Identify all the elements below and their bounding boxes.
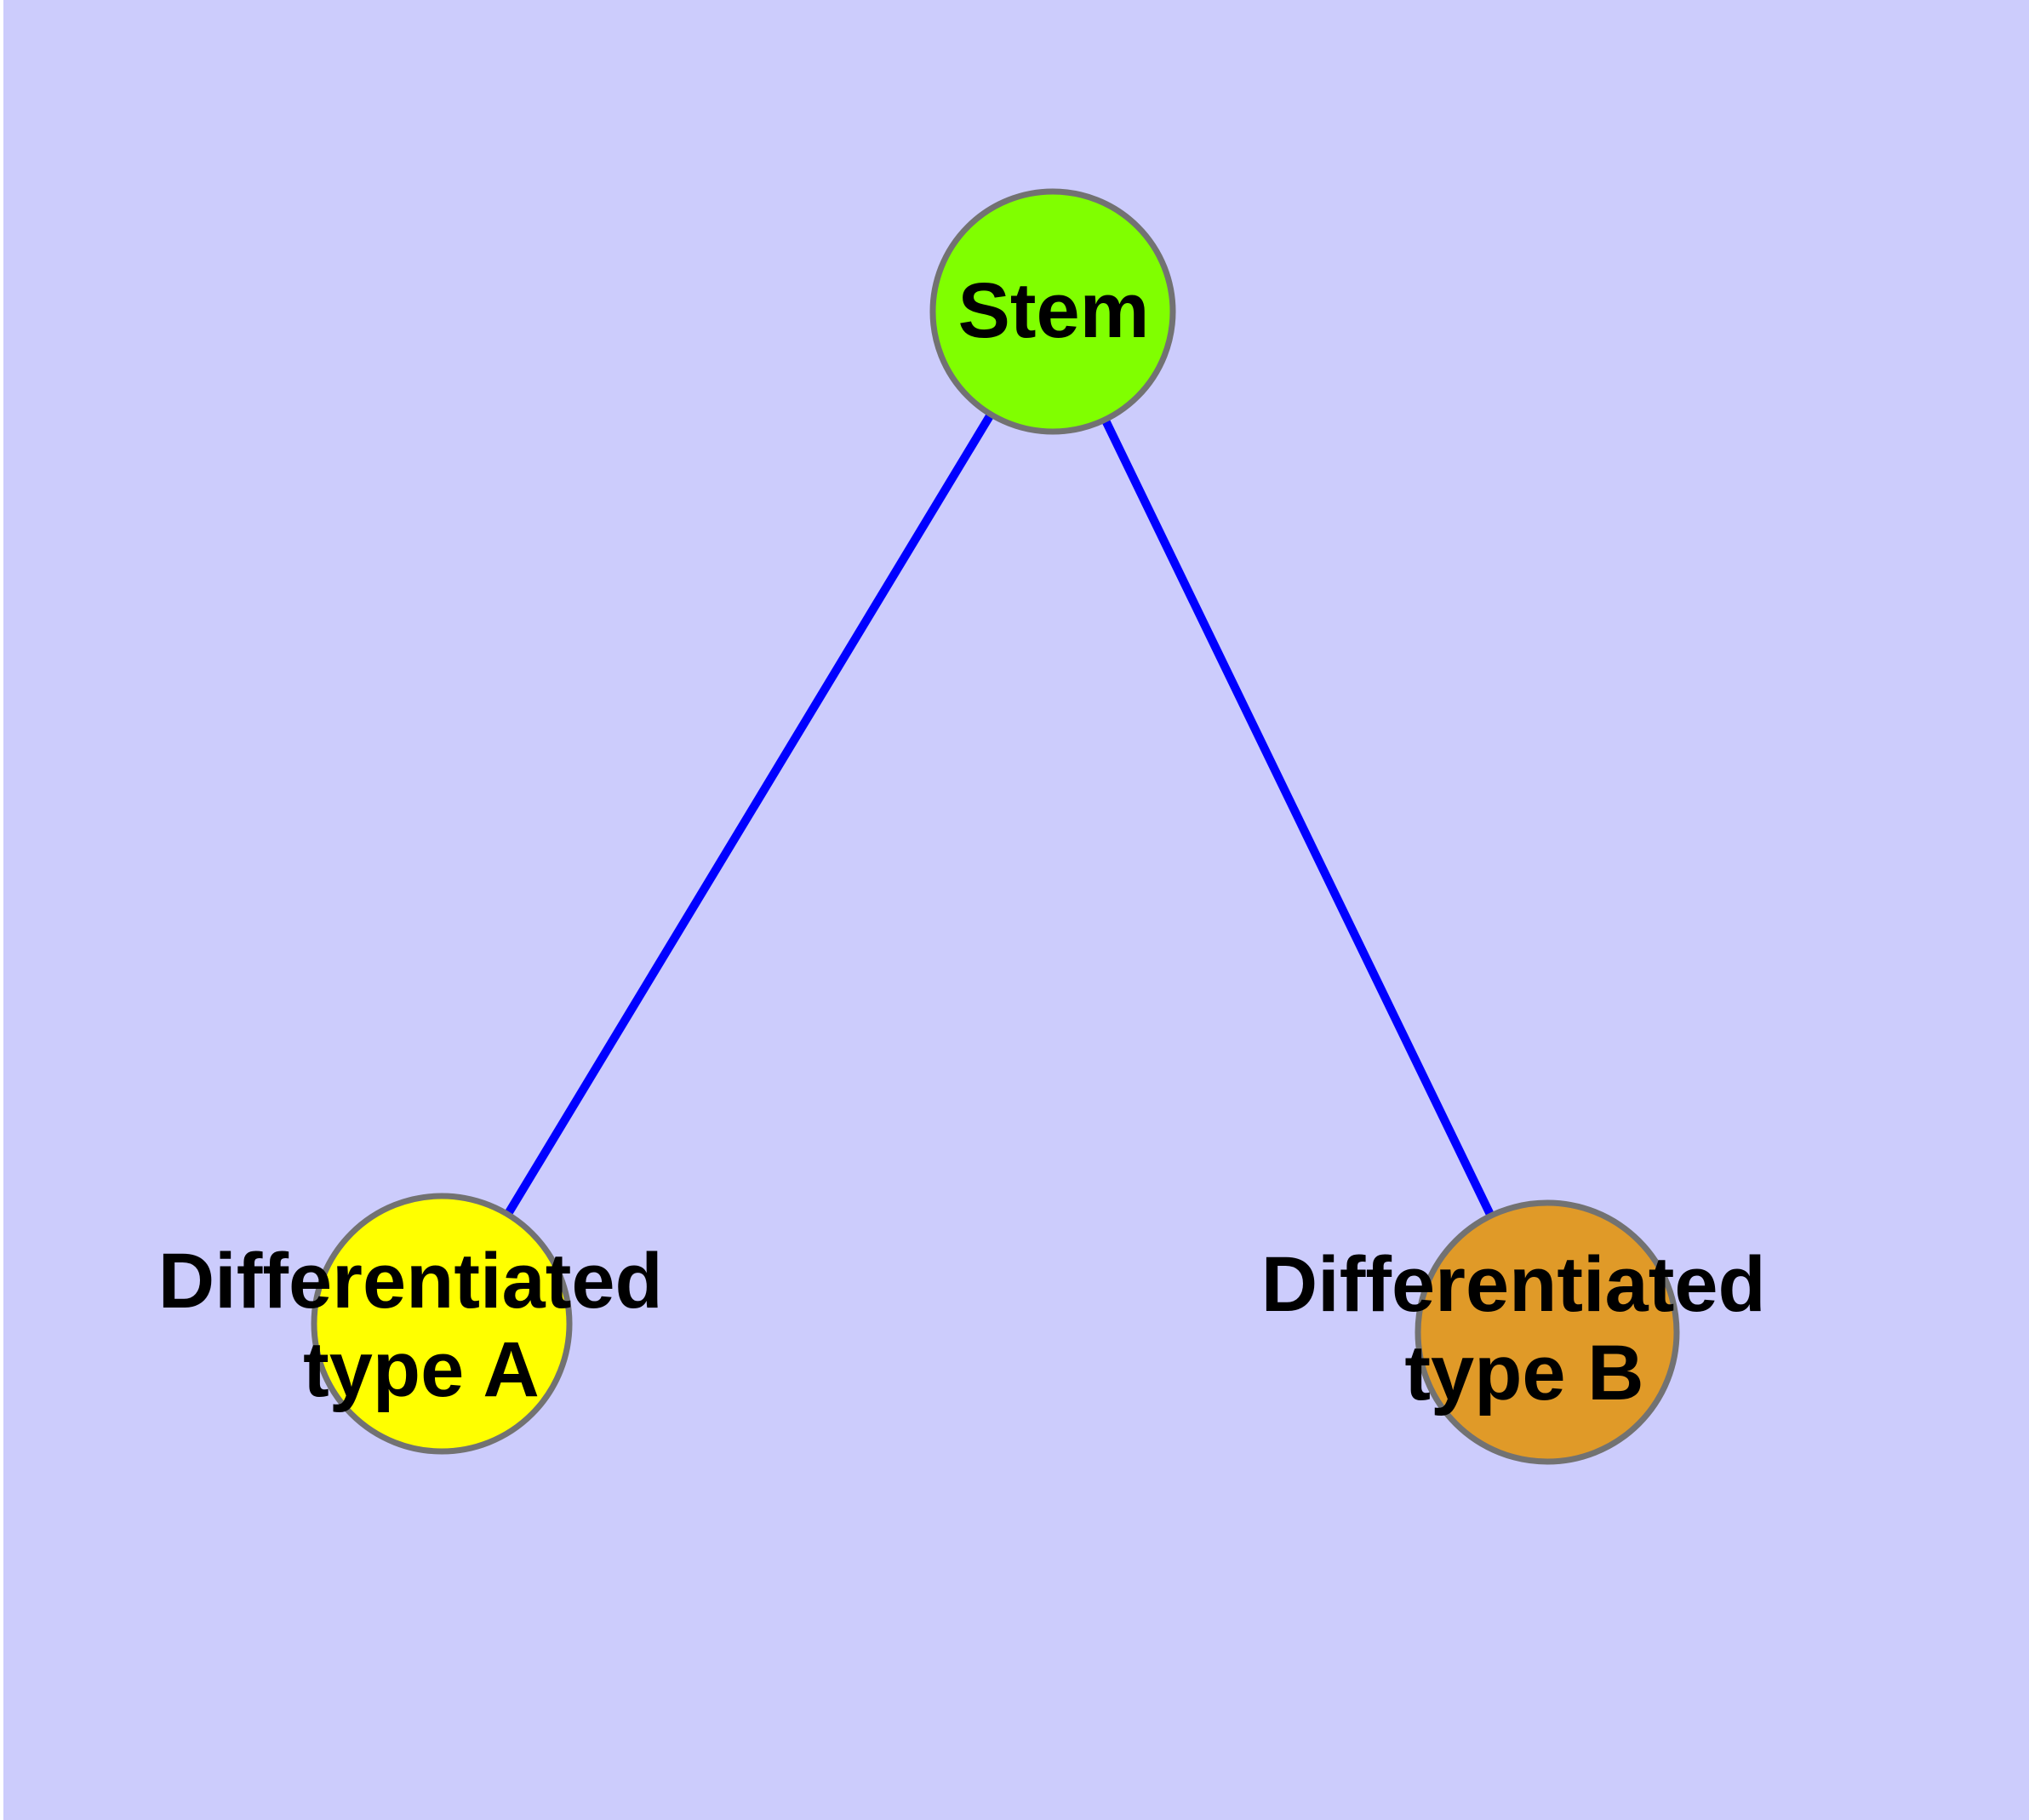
node-differentiated-type-b-label: Differentiated type B xyxy=(1261,1241,1788,1417)
edge-stem-to-differentiated-type-a[interactable] xyxy=(437,309,1057,1326)
node-differentiated-type-b[interactable]: Differentiated type B xyxy=(1261,1199,1788,1465)
node-stem-label: Stem xyxy=(958,267,1150,354)
edge-layer xyxy=(437,309,1552,1335)
edge-stem-to-differentiated-type-b[interactable] xyxy=(1049,309,1552,1335)
node-differentiated-type-b-circle[interactable] xyxy=(1415,1199,1680,1465)
node-stem[interactable]: Stem xyxy=(929,188,1176,435)
node-differentiated-type-a-label: Differentiated type A xyxy=(158,1238,685,1413)
node-layer: Stem Differentiated type A Differentiate… xyxy=(158,188,1788,1465)
node-differentiated-type-a[interactable]: Differentiated type A xyxy=(158,1193,685,1455)
node-differentiated-type-a-circle[interactable] xyxy=(311,1193,573,1455)
node-stem-circle[interactable] xyxy=(929,188,1176,435)
